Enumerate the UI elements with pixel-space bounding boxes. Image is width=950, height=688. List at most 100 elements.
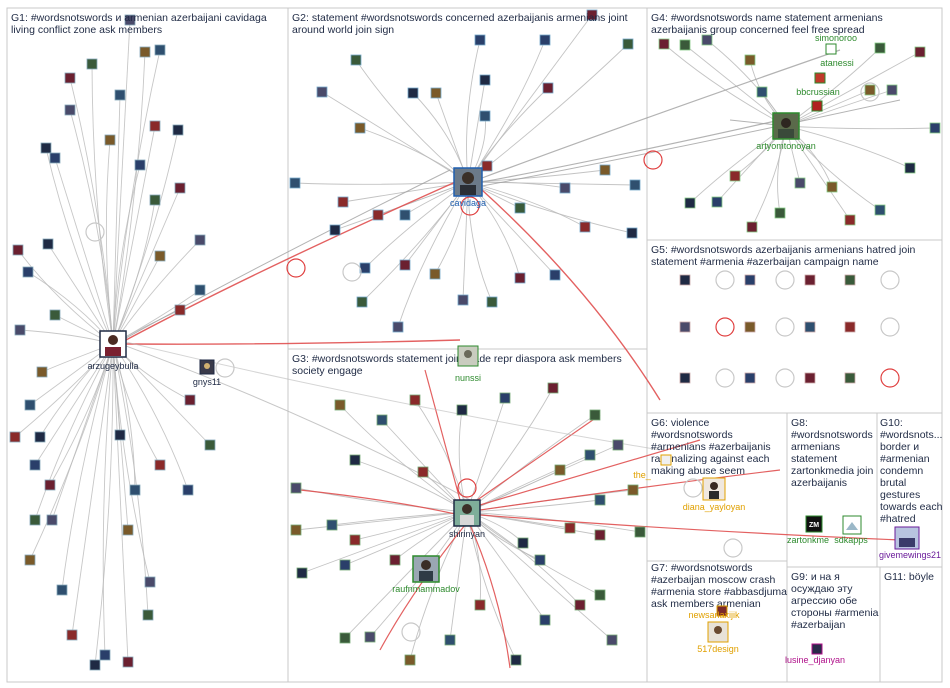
graph-node[interactable] [622, 38, 634, 50]
graph-node[interactable] [549, 269, 561, 281]
graph-node[interactable] [429, 268, 441, 280]
graph-node[interactable] [174, 304, 186, 316]
graph-node[interactable] [629, 179, 641, 191]
graph-node[interactable] [154, 44, 166, 56]
graph-node[interactable] [289, 177, 301, 189]
graph-node[interactable] [514, 272, 526, 284]
graph-node[interactable] [24, 399, 36, 411]
graph-node[interactable] [826, 181, 838, 193]
graph-node[interactable] [40, 142, 52, 154]
graph-node[interactable] [554, 464, 566, 476]
graph-node[interactable] [417, 466, 429, 478]
graph-node[interactable] [129, 484, 141, 496]
graph-node[interactable] [404, 654, 416, 666]
graph-node[interactable] [679, 372, 691, 384]
graph-node[interactable] [929, 122, 941, 134]
graph-node[interactable] [679, 321, 691, 333]
graph-node[interactable] [349, 534, 361, 546]
graph-node[interactable] [729, 170, 741, 182]
graph-node[interactable] [389, 554, 401, 566]
graph-node[interactable] [326, 519, 338, 531]
graph-node[interactable] [864, 84, 876, 96]
graph-node[interactable] [804, 321, 816, 333]
graph-node[interactable] [794, 177, 806, 189]
graph-node[interactable] [122, 656, 134, 668]
graph-node[interactable] [354, 122, 366, 134]
graph-node[interactable] [874, 42, 886, 54]
graph-node[interactable] [339, 632, 351, 644]
graph-node[interactable] [64, 104, 76, 116]
graph-node[interactable] [534, 554, 546, 566]
graph-node[interactable] [194, 234, 206, 246]
graph-node[interactable] [612, 439, 624, 451]
graph-node[interactable] [399, 209, 411, 221]
graph-node[interactable] [579, 221, 591, 233]
graph-node[interactable] [44, 479, 56, 491]
graph-node[interactable] [174, 182, 186, 194]
graph-node[interactable] [594, 494, 606, 506]
avatar-newsarlaxijik[interactable] [716, 605, 728, 617]
avatar-nunssi[interactable] [457, 345, 479, 367]
graph-node[interactable] [122, 524, 134, 536]
graph-node[interactable] [510, 654, 522, 666]
graph-node[interactable] [290, 524, 302, 536]
graph-node[interactable] [42, 238, 54, 250]
graph-node[interactable] [774, 207, 786, 219]
graph-node[interactable] [479, 74, 491, 86]
avatar-artyomtonoyan[interactable] [772, 112, 800, 140]
graph-node[interactable] [430, 87, 442, 99]
graph-node[interactable] [356, 296, 368, 308]
graph-node[interactable] [744, 274, 756, 286]
graph-node[interactable] [114, 89, 126, 101]
graph-node[interactable] [409, 394, 421, 406]
graph-node[interactable] [574, 599, 586, 611]
avatar-517design[interactable] [707, 621, 729, 643]
graph-node[interactable] [350, 54, 362, 66]
graph-node[interactable] [474, 599, 486, 611]
graph-node[interactable] [589, 409, 601, 421]
graph-node[interactable] [456, 404, 468, 416]
graph-node[interactable] [844, 214, 856, 226]
graph-node[interactable] [547, 382, 559, 394]
avatar-atanessi[interactable] [814, 72, 826, 84]
graph-node[interactable] [46, 514, 58, 526]
graph-node[interactable] [142, 609, 154, 621]
avatar-bbcrussian[interactable] [811, 100, 823, 112]
graph-node[interactable] [124, 14, 136, 26]
avatar-cavidaga[interactable] [453, 167, 483, 197]
graph-node[interactable] [626, 227, 638, 239]
graph-node[interactable] [844, 274, 856, 286]
graph-node[interactable] [559, 182, 571, 194]
avatar-givemewings21[interactable] [894, 526, 920, 550]
graph-node[interactable] [539, 34, 551, 46]
graph-node[interactable] [66, 629, 78, 641]
graph-node[interactable] [36, 366, 48, 378]
graph-node[interactable] [444, 634, 456, 646]
graph-node[interactable] [584, 449, 596, 461]
graph-node[interactable] [679, 274, 691, 286]
avatar-sdkapps[interactable] [842, 515, 862, 535]
graph-node[interactable] [349, 454, 361, 466]
graph-node[interactable] [49, 152, 61, 164]
graph-node[interactable] [594, 529, 606, 541]
graph-node[interactable] [149, 194, 161, 206]
graph-node[interactable] [154, 250, 166, 262]
graph-node[interactable] [844, 321, 856, 333]
graph-node[interactable] [134, 159, 146, 171]
graph-node[interactable] [56, 584, 68, 596]
graph-node[interactable] [139, 46, 151, 58]
graph-node[interactable] [89, 659, 101, 671]
avatar-zartonkme[interactable]: ZM [805, 515, 823, 533]
graph-node[interactable] [172, 124, 184, 136]
graph-node[interactable] [514, 202, 526, 214]
graph-node[interactable] [114, 429, 126, 441]
graph-node[interactable] [599, 164, 611, 176]
graph-node[interactable] [149, 120, 161, 132]
graph-node[interactable] [14, 324, 26, 336]
graph-node[interactable] [12, 244, 24, 256]
avatar-the-[interactable] [660, 454, 672, 466]
graph-node[interactable] [658, 38, 670, 50]
graph-node[interactable] [627, 484, 639, 496]
graph-node[interactable] [184, 394, 196, 406]
graph-node[interactable] [104, 134, 116, 146]
